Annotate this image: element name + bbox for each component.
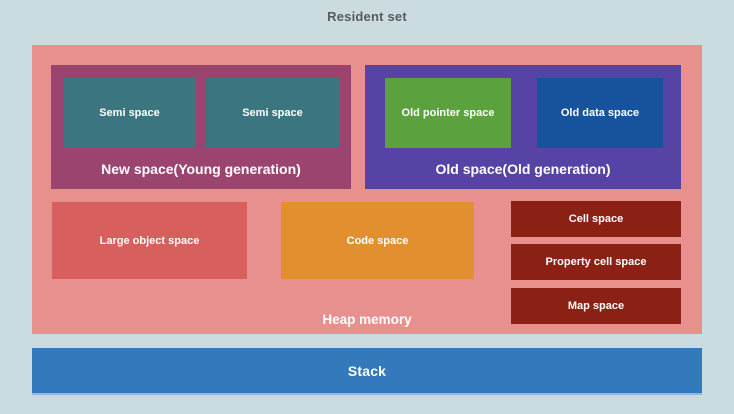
- heap-memory-container: Semi space Semi space New space(Young ge…: [32, 45, 702, 334]
- semi-space-box-1: Semi space: [63, 78, 196, 148]
- old-space-box: Old pointer space Old data space Old spa…: [365, 65, 681, 189]
- diagram-title: Resident set: [327, 9, 407, 24]
- cell-space-box: Cell space: [511, 201, 681, 237]
- semi-space-box-2: Semi space: [206, 78, 339, 148]
- old-space-label: Old space(Old generation): [435, 161, 611, 177]
- new-space-box: Semi space Semi space New space(Young ge…: [51, 65, 351, 189]
- old-pointer-space-box: Old pointer space: [385, 78, 511, 148]
- semi-space-row: Semi space Semi space: [63, 78, 339, 148]
- code-space-box: Code space: [281, 202, 474, 279]
- map-space-box: Map space: [511, 288, 681, 324]
- old-data-space-box: Old data space: [537, 78, 663, 148]
- heap-memory-label: Heap memory: [322, 312, 412, 327]
- old-space-row: Old pointer space Old data space: [385, 78, 663, 148]
- stack-box: Stack: [32, 348, 702, 395]
- property-cell-space-box: Property cell space: [511, 244, 681, 280]
- new-space-label: New space(Young generation): [101, 161, 301, 177]
- large-object-space-box: Large object space: [52, 202, 247, 279]
